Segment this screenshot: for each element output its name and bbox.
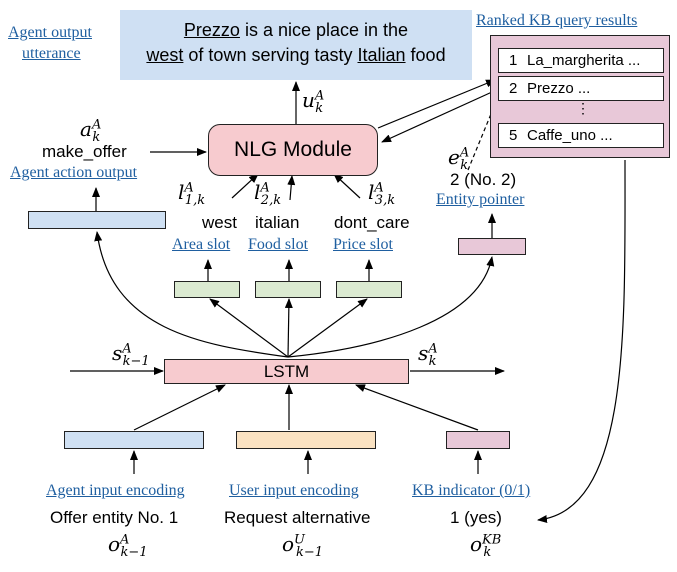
kb-to-nlg-arrow — [381, 91, 493, 143]
food-highlight: Italian — [357, 45, 406, 65]
entity-pointer-head — [458, 238, 526, 255]
entity-pointer-value: 2 (No. 2) — [450, 170, 517, 189]
l2-symbol: lA2,k — [254, 180, 282, 208]
food-value: italian — [255, 213, 300, 232]
kb-result-row-5: 5 Caffe_uno ... — [498, 123, 664, 148]
kb-indicator-value: 1 (yes) — [450, 508, 502, 527]
agent-output-utterance-label-1: Agent output — [8, 24, 92, 41]
agent-output-utterance-label-2: utterance — [22, 45, 81, 62]
o-kb-symbol: oKBk — [470, 532, 502, 560]
kb-indicator-label: KB indicator (0/1) — [412, 482, 531, 499]
agent-input-value: Offer entity No. 1 — [50, 508, 179, 527]
s-next-symbol: sAk — [418, 341, 438, 369]
user-input-value: Request alternative — [224, 508, 371, 527]
user-input-encoding-label: User input encoding — [229, 482, 359, 499]
s-prev-symbol: sAk−1 — [112, 341, 150, 369]
o-agent-symbol: oAk−1 — [108, 532, 148, 560]
u-symbol: uAk — [302, 88, 325, 116]
price-slot-head — [336, 281, 402, 298]
lstm-cell — [164, 359, 409, 384]
l3-symbol: lA3,k — [368, 180, 396, 208]
agent-action-output-label: Agent action output — [10, 164, 138, 181]
area-slot-label: Area slot — [172, 236, 231, 253]
price-value: dont_care — [334, 213, 410, 232]
agent-input-encoding-box — [64, 431, 204, 449]
entity-highlight: Prezzo — [183, 20, 240, 40]
ranked-kb-label: Ranked KB query results — [476, 12, 638, 29]
output-utterance-box — [120, 10, 472, 80]
a-symbol: aAk — [80, 117, 102, 145]
price-slot-label: Price slot — [333, 236, 393, 253]
l1-symbol: lA1,k — [178, 180, 206, 208]
kb-result-row-2: 2 Prezzo ... — [498, 76, 664, 101]
user-input-encoding-box — [236, 431, 376, 449]
area-slot-head — [174, 281, 240, 298]
output-utterance-line1: Prezzo is a nice place in the — [183, 20, 409, 40]
e-symbol: eAk — [448, 145, 470, 173]
o-user-symbol: oUk−1 — [282, 532, 324, 560]
area-value: west — [202, 213, 237, 232]
entity-pointer-label: Entity pointer — [436, 191, 525, 208]
food-to-nlg-arrow — [287, 175, 296, 201]
area-to-nlg-arrow — [231, 173, 259, 199]
output-utterance-line2: west of town serving tasty Italian food — [146, 45, 446, 65]
nlg-module-label: NLG Module — [234, 138, 352, 161]
kb-indicator-box — [446, 431, 510, 449]
area-highlight: west — [146, 45, 184, 65]
nlg-module — [208, 124, 378, 176]
food-slot-head — [255, 281, 321, 298]
nlg-to-kb-arrow — [377, 79, 496, 129]
lstm-label: LSTM — [263, 362, 310, 381]
kb-result-row-1: 1 La_margherita ... — [498, 48, 664, 73]
agent-input-encoding-label: Agent input encoding — [46, 482, 185, 499]
price-to-nlg-arrow — [333, 173, 361, 199]
food-slot-label: Food slot — [248, 236, 309, 253]
agent-action-head — [28, 211, 166, 229]
kb-ellipsis: ⋮ — [576, 100, 590, 116]
action-value: make_offer — [42, 142, 127, 161]
